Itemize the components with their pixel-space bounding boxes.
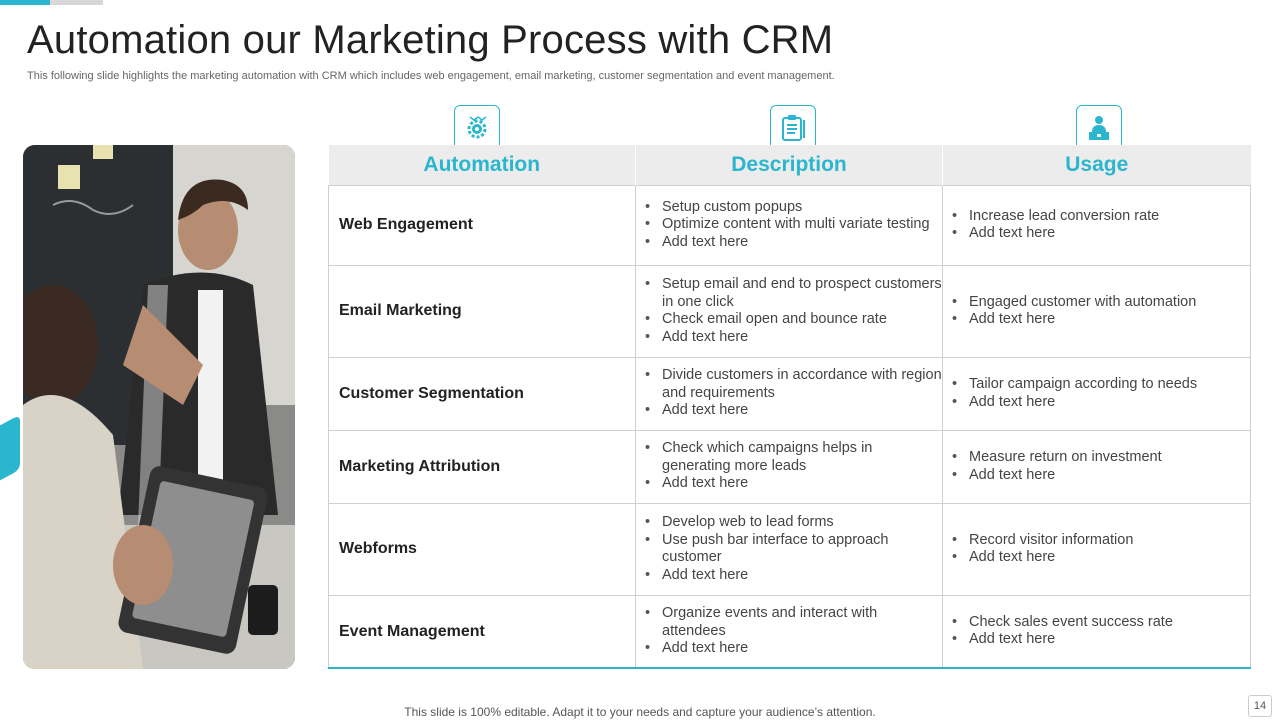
usage-cell: Record visitor information Add text here: [942, 502, 1251, 596]
list-item: Measure return on investment: [952, 449, 1250, 467]
automation-cell: Event Management: [328, 594, 636, 669]
list-item: Add text here: [645, 567, 942, 585]
description-cell: Develop web to lead forms Use push bar i…: [635, 502, 943, 596]
automation-header-icon: [454, 105, 500, 151]
list-item: Optimize content with multi variate test…: [645, 216, 942, 234]
list-item: Add text here: [952, 549, 1250, 567]
table-row: Marketing Attribution Check which campai…: [328, 429, 1251, 504]
list-item: Add text here: [645, 329, 942, 347]
table-header-row: Automation Description Usage: [328, 145, 1251, 185]
gear-icon: [467, 116, 487, 139]
office-meeting-photo: [23, 145, 295, 669]
list-item: Add text here: [645, 640, 942, 658]
slide-title: Automation our Marketing Process with CR…: [27, 18, 834, 62]
automation-cell: Web Engagement: [328, 184, 636, 266]
list-item: Setup email and end to prospect customer…: [645, 276, 942, 311]
list-item: Add text here: [952, 467, 1250, 485]
usage-cell: Measure return on investment Add text he…: [942, 429, 1251, 504]
list-item: Use push bar interface to approach custo…: [645, 532, 942, 567]
top-accent-bar-grey: [50, 0, 103, 5]
list-item: Add text here: [645, 402, 942, 420]
list-item: Check which campaigns helps in generatin…: [645, 440, 942, 475]
header-usage: Usage: [942, 145, 1251, 185]
list-item: Add text here: [952, 311, 1250, 329]
usage-cell: Check sales event success rate Add text …: [942, 594, 1251, 669]
description-cell: Check which campaigns helps in generatin…: [635, 429, 943, 504]
table-row: Webforms Develop web to lead forms Use p…: [328, 502, 1251, 596]
automation-cell: Email Marketing: [328, 264, 636, 358]
table-row: Customer Segmentation Divide customers i…: [328, 356, 1251, 431]
header-description: Description: [635, 145, 943, 185]
page-number: 14: [1248, 695, 1272, 717]
automation-cell: Customer Segmentation: [328, 356, 636, 431]
automation-cell: Marketing Attribution: [328, 429, 636, 504]
usage-cell: Engaged customer with automation Add tex…: [942, 264, 1251, 358]
crm-automation-table: Automation Description Usage Web Engagem…: [328, 145, 1251, 669]
person-desk-icon: [1089, 116, 1109, 140]
list-item: Add text here: [645, 234, 942, 252]
list-item: Divide customers in accordance with regi…: [645, 367, 942, 402]
clipboard-icon: [782, 115, 805, 141]
slide-subtitle: This following slide highlights the mark…: [27, 70, 835, 82]
usage-header-icon: [1076, 105, 1122, 151]
decorative-accent-shape: [0, 414, 20, 497]
list-item: Setup custom popups: [645, 199, 942, 217]
list-item: Add text here: [952, 631, 1250, 649]
list-item: Add text here: [952, 394, 1250, 412]
table-row: Email Marketing Setup email and end to p…: [328, 264, 1251, 358]
description-cell: Setup custom popups Optimize content wit…: [635, 184, 943, 266]
description-header-icon: [770, 105, 816, 151]
header-automation: Automation: [328, 145, 636, 185]
slide-footer: This slide is 100% editable. Adapt it to…: [0, 705, 1280, 719]
description-cell: Setup email and end to prospect customer…: [635, 264, 943, 358]
list-item: Add text here: [645, 475, 942, 493]
list-item: Engaged customer with automation: [952, 294, 1250, 312]
footer-text: This slide is 100% editable. Adapt it to…: [404, 705, 876, 719]
description-cell: Divide customers in accordance with regi…: [635, 356, 943, 431]
list-item: Add text here: [952, 225, 1250, 243]
automation-cell: Webforms: [328, 502, 636, 596]
usage-cell: Increase lead conversion rate Add text h…: [942, 184, 1251, 266]
table-row: Event Management Organize events and int…: [328, 594, 1251, 669]
list-item: Develop web to lead forms: [645, 514, 942, 532]
list-item: Check email open and bounce rate: [645, 311, 942, 329]
list-item: Record visitor information: [952, 532, 1250, 550]
description-cell: Organize events and interact with attend…: [635, 594, 943, 669]
usage-cell: Tailor campaign according to needs Add t…: [942, 356, 1251, 431]
list-item: Organize events and interact with attend…: [645, 605, 942, 640]
list-item: Tailor campaign according to needs: [952, 376, 1250, 394]
top-accent-bar: [0, 0, 50, 5]
list-item: Increase lead conversion rate: [952, 208, 1250, 226]
list-item: Check sales event success rate: [952, 614, 1250, 632]
table-row: Web Engagement Setup custom popups Optim…: [328, 184, 1251, 266]
